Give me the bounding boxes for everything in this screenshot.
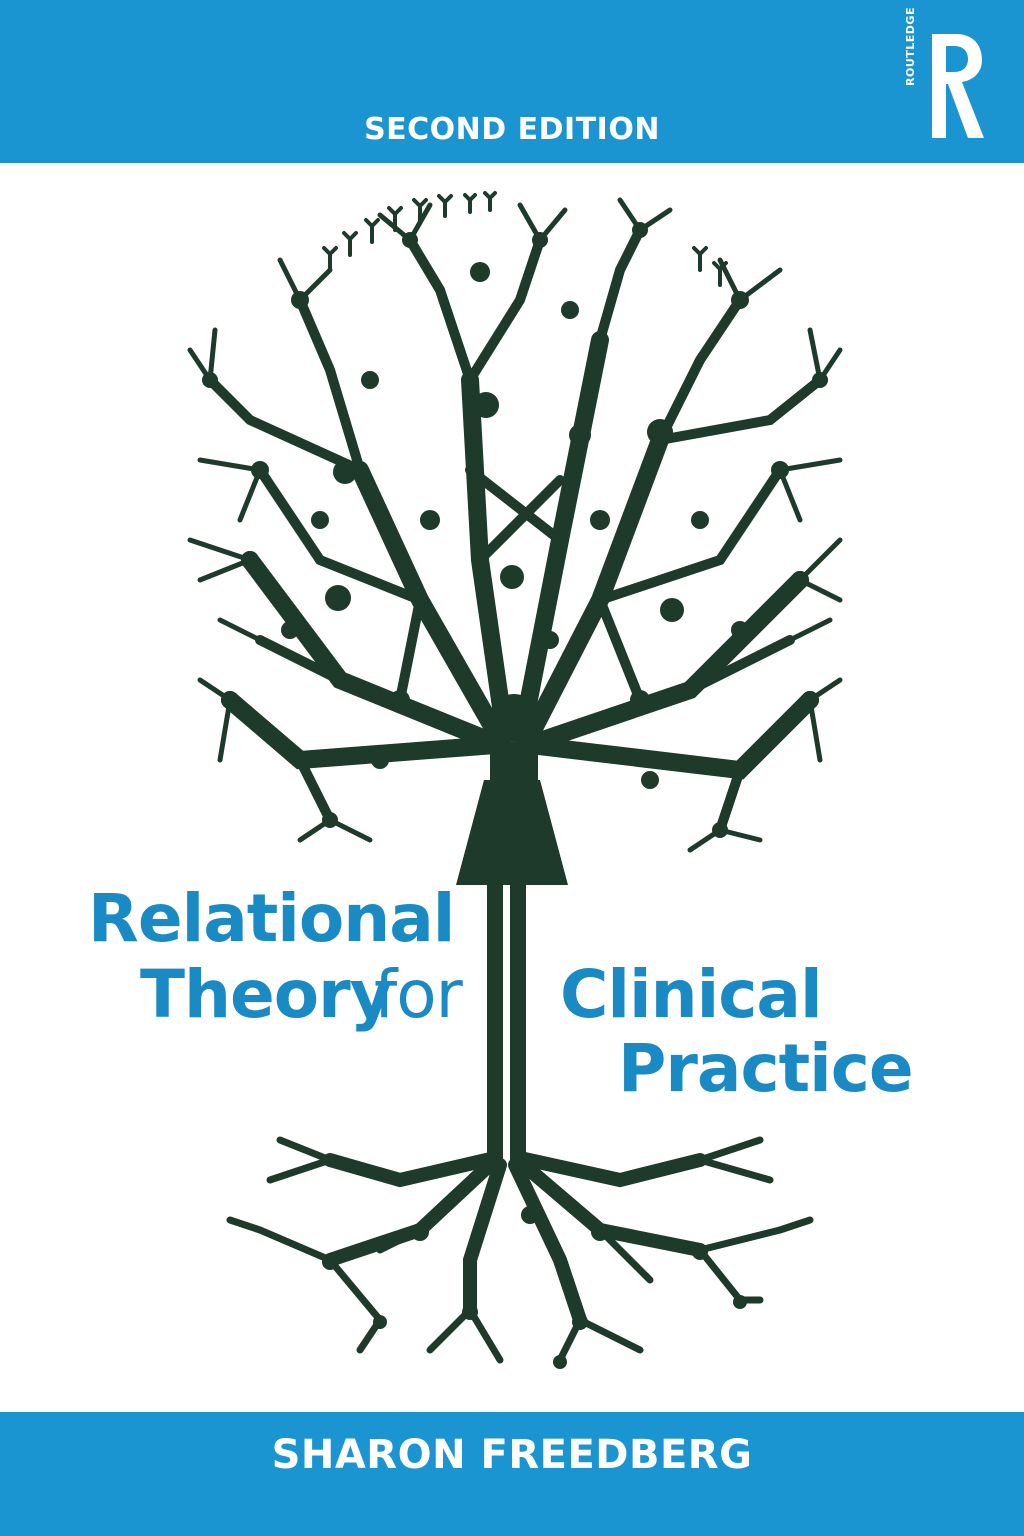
bottom-banner (0, 1412, 1024, 1536)
title-line-1: Relational (88, 880, 455, 957)
edition-label: SECOND EDITION (364, 112, 660, 147)
title-line-2b: for (374, 956, 463, 1033)
title-line-3: Clinical (560, 956, 823, 1033)
title-line-2a: Theory (140, 956, 393, 1033)
title-line-4: Practice (618, 1030, 914, 1107)
author-name: SHARON FREEDBERG (271, 1432, 753, 1478)
top-banner (0, 0, 1024, 163)
publisher-logo-icon (932, 34, 984, 138)
